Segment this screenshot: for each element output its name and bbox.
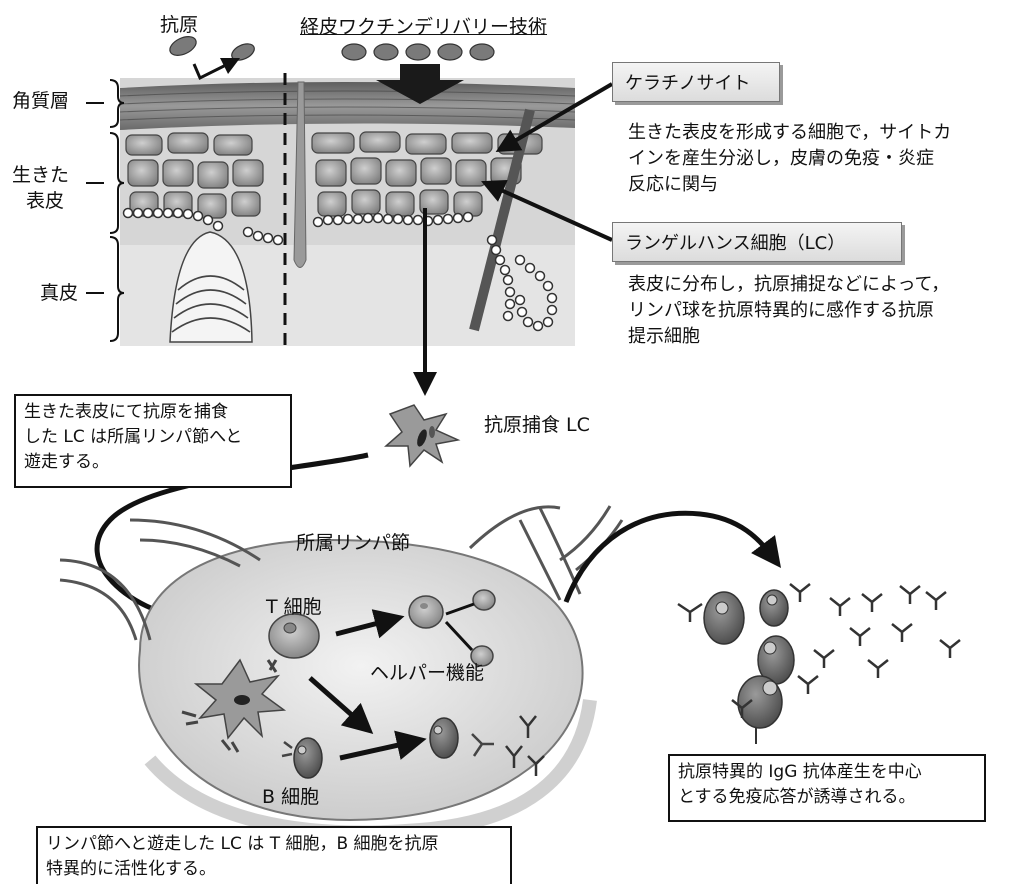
living-epidermis-label-2: 表皮 [26,190,64,214]
migration-line-2: した LC は所属リンパ節へと [24,425,282,450]
technique-title: 経皮ワクチンデリバリー技術 [300,16,547,40]
t-cell-label: T 細胞 [266,596,322,620]
antigen-pointer-arrow [194,62,232,78]
antigen-capturing-lc-label: 抗原捕食 LC [484,414,590,438]
langerhans-desc-2: リンパ球を抗原特異的に感作する抗原 [628,298,934,324]
langerhans-callout: ランゲルハンス細胞（LC） [612,222,902,262]
activation-box: リンパ節へと遊走した LC は T 細胞，B 細胞を抗原 特異的に活性化する。 [36,826,512,884]
antibody-producing-cells-icon [704,590,794,744]
igg-response-box: 抗原特異的 IgG 抗体産生を中心 とする免疫応答が誘導される。 [668,754,986,822]
langerhans-desc-1: 表皮に分布し，抗原捕捉などによって， [628,272,949,298]
stratum-corneum-label: 角質層 [12,90,69,114]
langerhans-cell-icon [386,405,458,466]
b-cell-label: B 細胞 [262,786,319,810]
lymph-node-label: 所属リンパ節 [296,532,410,556]
helper-function-label: ヘルパー機能 [370,662,484,686]
activation-line-2: 特異的に活性化する。 [46,857,502,882]
t-cell-icon [269,614,319,658]
migration-box: 生きた表皮にて抗原を捕食 した LC は所属リンパ節へと 遊走する。 [14,394,292,488]
living-epidermis-label-1: 生きた [12,164,69,188]
langerhans-desc-3: 提示細胞 [628,324,700,350]
keratinocyte-callout: ケラチノサイト [612,62,780,102]
migration-line-3: 遊走する。 [24,450,282,475]
migration-line-1: 生きた表皮にて抗原を捕食 [24,400,282,425]
keratinocyte-desc-3: 反応に関与 [628,172,718,198]
antigen-label: 抗原 [160,14,198,38]
dermis-label: 真皮 [40,282,78,306]
keratinocyte-desc-2: インを産生分泌し，皮膚の免疫・炎症 [628,146,934,172]
keratinocyte-desc-1: 生きた表皮を形成する細胞で，サイトカ [628,120,951,146]
igg-line-1: 抗原特異的 IgG 抗体産生を中心 [678,760,976,785]
activation-line-1: リンパ節へと遊走した LC は T 細胞，B 細胞を抗原 [46,832,502,857]
igg-line-2: とする免疫応答が誘導される。 [678,785,976,810]
layer-brackets [86,80,124,341]
skin-cross-section [120,73,575,350]
